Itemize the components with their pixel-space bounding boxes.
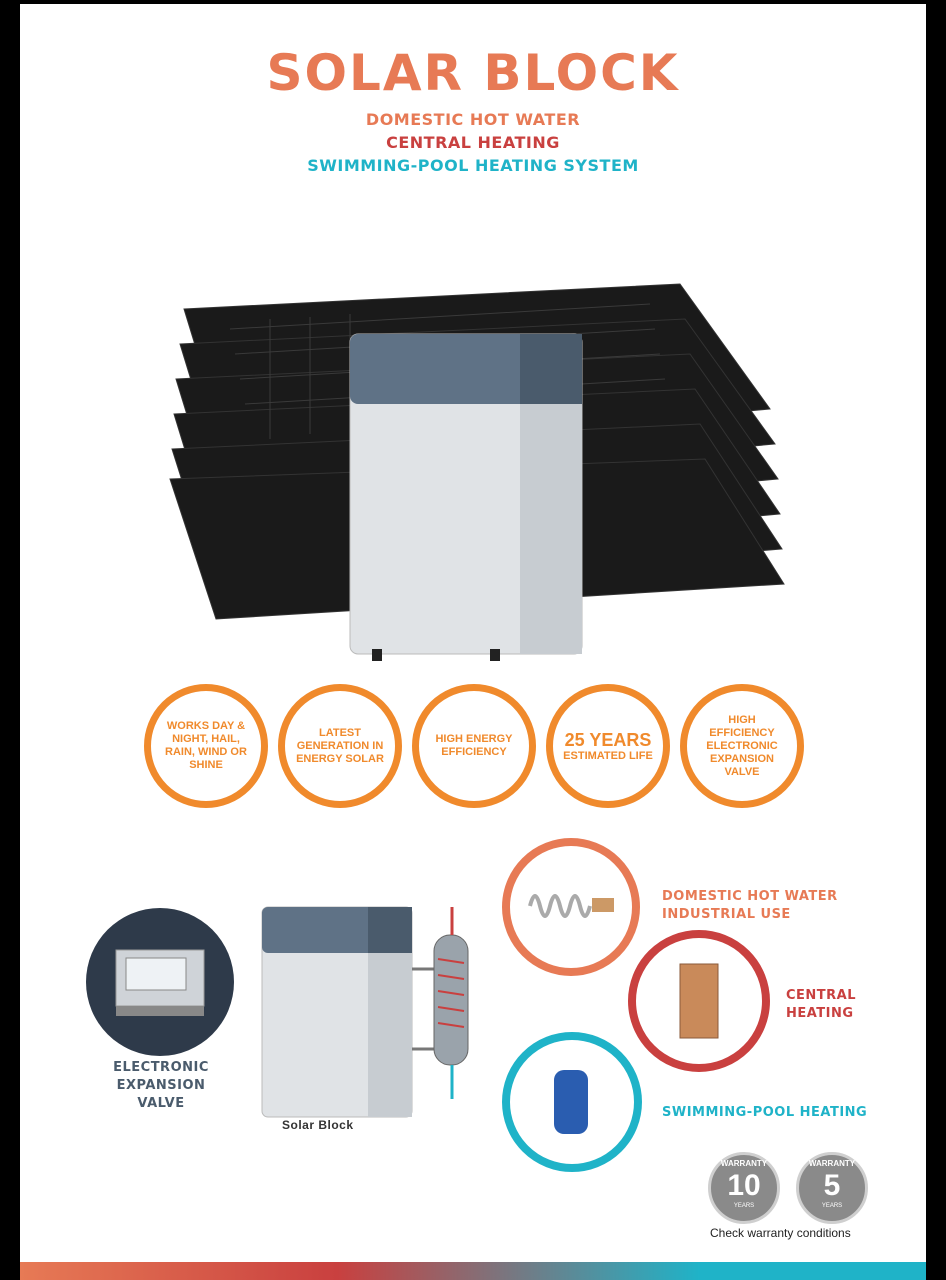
solar-block-unit — [349, 333, 583, 661]
warranty-badge-5-years: 5 — [823, 1169, 841, 1202]
feature-energy-efficiency-text: HIGH ENERGY EFFICIENCY — [435, 733, 513, 758]
expansion-valve-photo — [86, 908, 234, 1056]
valve-label: ELECTRONIC EXPANSION VALVE — [96, 1059, 226, 1113]
warranty-badge-5-label: WARRANTY — [808, 1159, 856, 1168]
subtitle-central-heating: CENTRAL HEATING — [386, 133, 560, 152]
unit-caption: Solar Block — [282, 1118, 354, 1132]
footer-color-bar — [20, 1262, 926, 1280]
unit-diagram — [261, 906, 469, 1118]
warranty-note: Check warranty conditions — [710, 1226, 851, 1240]
dhw-label-line-2: INDUSTRIAL USE — [662, 907, 791, 922]
feature-expansion-valve-text: HIGH EFFICIENCY ELECTRONIC EXPANSION VAL… — [706, 713, 778, 778]
subtitle-pool-heating: SWIMMING-POOL HEATING SYSTEM — [307, 156, 639, 175]
feature-weather: WORKS DAY & NIGHT, HAIL, RAIN, WIND OR S… — [144, 684, 268, 808]
warranty-badge-10-unit: YEARS — [733, 1203, 755, 1209]
valve-label-line-2: EXPANSION VALVE — [116, 1078, 206, 1111]
feature-weather-text: WORKS DAY & NIGHT, HAIL, RAIN, WIND OR S… — [165, 720, 247, 771]
heating-label: CENTRAL HEATING — [786, 987, 856, 1023]
central-heating-photo — [628, 930, 770, 1072]
brochure-page: SOLAR BLOCK DOMESTIC HOT WATER CENTRAL H… — [20, 4, 926, 1280]
feature-lifetime-text: ESTIMATED LIFE — [563, 749, 653, 762]
pool-heating-photo — [502, 1032, 642, 1172]
warranty-badge-5-unit: YEARS — [821, 1203, 843, 1209]
feature-lifetime-years: 25 YEARS — [564, 729, 652, 750]
feature-energy-efficiency: HIGH ENERGY EFFICIENCY — [412, 684, 536, 808]
feature-expansion-valve: HIGH EFFICIENCY ELECTRONIC EXPANSION VAL… — [680, 684, 804, 808]
page-title: SOLAR BLOCK — [266, 44, 680, 102]
feature-solar-generation-text: LATEST GENERATION IN ENERGY SOLAR — [296, 726, 384, 765]
dhw-label-line-1: DOMESTIC HOT WATER — [662, 889, 838, 904]
warranty-badge-10-label: WARRANTY — [720, 1159, 768, 1168]
feature-lifetime: 25 YEARS ESTIMATED LIFE — [546, 684, 670, 808]
dhw-photo — [502, 838, 640, 976]
valve-label-line-1: ELECTRONIC — [113, 1060, 209, 1075]
warranty-badge-5: WARRANTY 5 YEARS — [796, 1152, 868, 1224]
pool-label: SWIMMING-POOL HEATING — [662, 1105, 868, 1120]
dhw-label: DOMESTIC HOT WATER INDUSTRIAL USE — [662, 888, 838, 924]
heating-label-line-2: HEATING — [786, 1006, 854, 1021]
feature-solar-generation: LATEST GENERATION IN ENERGY SOLAR — [278, 684, 402, 808]
subtitle-hot-water: DOMESTIC HOT WATER — [365, 110, 581, 129]
hero-product-image — [169, 283, 785, 661]
heating-label-line-1: CENTRAL — [786, 988, 857, 1003]
warranty-badge-10-years: 10 — [727, 1169, 761, 1202]
warranty-badge-10: WARRANTY 10 YEARS — [708, 1152, 780, 1224]
